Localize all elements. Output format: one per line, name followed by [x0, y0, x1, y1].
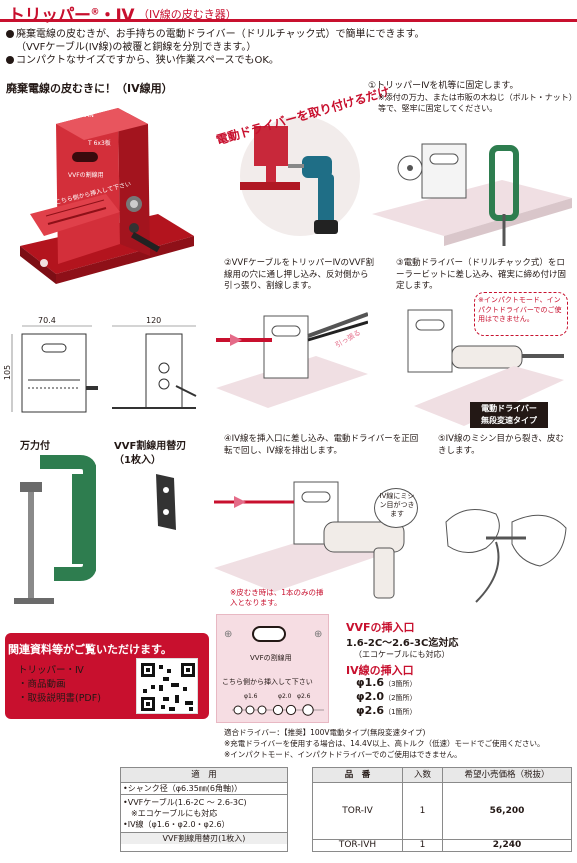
step-1-illustration	[372, 118, 572, 246]
title-text: トリッパー	[8, 6, 91, 26]
apply-header: 適 用	[121, 768, 287, 783]
intro-bullet-1: 廃棄電線の皮むきが、お手持ちの電動ドライバー（ドリルチャック式）で簡単にできます…	[6, 28, 566, 41]
step-5-illustration	[436, 462, 572, 610]
compat-line-3: ※インパクトモード、インパクトドライバーでのご使用はできません。	[224, 750, 462, 759]
step-3-illustration	[404, 296, 572, 426]
device-model: T 6x3板	[88, 140, 111, 147]
col-qty: 入数	[403, 768, 443, 782]
vvf-heading: VVFの挿入口	[346, 621, 415, 634]
step-1-text: ①トリッパーⅣを机等に固定します。	[368, 81, 519, 91]
dim-depth-label: 120	[146, 316, 162, 325]
driver-label-1: 電動ドライバー	[481, 404, 537, 413]
panel-label-insert: こちら側から挿入して下さい	[222, 678, 313, 686]
impact-note: ※インパクトモード、インパクトドライバーでのご使用はできません。	[478, 296, 562, 323]
screw-icon: ⊕	[224, 629, 233, 640]
product-table: 品 番 入数 希望小売価格（税抜） TOR-IV 1 56,200 TOR-IV…	[312, 767, 572, 852]
col-code: 品 番	[313, 768, 403, 782]
step-2-text: ②VVFケーブルをトリッパーⅣのVVF割線用の穴に通し押し込み、反対側から引っ張…	[224, 258, 374, 291]
driver-label-2: 無段変速タイプ	[481, 416, 537, 425]
step-2-illustration: 引っ張る	[216, 300, 369, 408]
driver-type-label: 電動ドライバー 無段変速タイプ	[470, 402, 548, 428]
hole-label-2-6: φ2.6	[297, 693, 311, 700]
perforation-bubble	[374, 488, 418, 528]
row-1-price: 56,200	[489, 806, 525, 816]
row-2-qty: 1	[403, 840, 443, 851]
product-table-header: 品 番 入数 希望小売価格（税抜）	[313, 768, 571, 783]
step-1-note: ※添付の万力、または市販の木ねじ（ボルト・ナット）等で、堅牢に固定してください。	[378, 93, 573, 113]
clamp-title: 万力付	[20, 441, 50, 452]
blade-illustration	[150, 472, 182, 534]
iv-row-1: φ1.6（3箇所）	[356, 676, 417, 689]
screw-icon-2: ⊕	[314, 629, 323, 640]
dim-height-label: 105	[3, 364, 13, 381]
compat-line-1: 適合ドライバー：【推奨】100V電動タイプ(無段変速タイプ)	[224, 728, 426, 737]
page-title: トリッパー®・IV	[8, 1, 134, 26]
tripper-device-illustration	[20, 108, 194, 284]
device-brand: TOPMAN	[68, 112, 94, 119]
banner-photo: 電動ドライバーを取り付けるだけ	[210, 84, 391, 246]
apply-row-2: •VVFケーブル(1.6-2C ～ 2.6-3C)	[123, 798, 247, 807]
hole-label-1-6: φ1.6	[244, 693, 258, 700]
dimension-front: 70.4 105	[3, 316, 102, 420]
section-title: 廃棄電線の皮むきに！（IV線用）	[6, 82, 173, 95]
vvf-spec: 1.6-2C～2.6-3C迄対応	[346, 638, 459, 649]
step-3-text: ③電動ドライバー（ドリルチャック式）をローラービットに差し込み、確実に締め付け固…	[396, 258, 567, 291]
apply-footer: VVF割線用替刃(1枚入)	[121, 833, 287, 844]
blade-title-1: VVF割線用替刃	[114, 441, 187, 452]
apply-row-4: •IV線（φ1.6・φ2.0・φ2.6）	[121, 819, 287, 833]
row-1-code: TOR-IV	[313, 783, 403, 839]
product-photo: TOPMAN T 6x3板 VVFの割線用 こちら側から挿入して下さい	[8, 96, 198, 308]
dim-width-label: 70.4	[38, 316, 56, 325]
apply-row-1: •シャンク径（φ6.35㎜(6角軸)）	[121, 783, 287, 795]
apply-table: 適 用 •シャンク径（φ6.35㎜(6角軸)） •VVFケーブル(1.6-2C …	[120, 767, 288, 852]
related-item-video[interactable]: ・商品動画	[18, 679, 66, 690]
device-label-vvf: VVFの割線用	[68, 172, 104, 179]
related-heading: 関連資料等がご覧いただけます。	[8, 643, 172, 656]
step-4-text: ④IV線を挿入口に差し込み、電動ドライバーを正回転で回し、IV線を排出します。	[224, 434, 419, 456]
intro-bullet-3: コンパクトなサイズですから、狭い作業スペースでもOK。	[6, 54, 566, 67]
bullet-icon	[6, 30, 14, 38]
iv-row-2: φ2.0（2箇所）	[356, 690, 417, 703]
impact-note-bubble	[474, 292, 568, 336]
insertion-note: ※皮むき時は、1本のみの挿入となります。	[230, 588, 324, 607]
qr-code[interactable]	[136, 658, 198, 714]
vvf-slot-icon	[252, 626, 286, 642]
col-price: 希望小売価格（税抜）	[464, 770, 550, 780]
perforation-label: IV線にミシン目がつきます	[379, 492, 415, 518]
title-suffix: ・IV	[99, 6, 134, 26]
blade-title-2: （1枚入）	[114, 455, 161, 466]
apply-row-3: ※エコケーブルにも対応	[123, 809, 218, 818]
table-row: TOR-IV 1 56,200	[313, 783, 571, 840]
title-bar	[0, 0, 577, 22]
step-5-text: ⑤IV線のミシン目から裂き、皮むきします。	[438, 434, 564, 456]
iv-heading: IV線の挿入口	[346, 664, 414, 677]
row-2-price: 2,240	[492, 840, 522, 850]
hole-label-2-0: φ2.0	[278, 693, 292, 700]
dimension-side: 120	[106, 316, 202, 420]
row-1-qty: 1	[403, 783, 443, 839]
iv-row-3: φ2.6（1箇所）	[356, 704, 417, 717]
row-2-code: TOR-IVH	[313, 840, 403, 851]
vvf-sub: （エコケーブルにも対応）	[354, 650, 450, 659]
related-item-manual[interactable]: ・取扱説明書(PDF)	[18, 693, 101, 704]
compat-line-2: ※充電ドライバーを使用する場合は、14.4V以上、高トルク（低速）モードでご使用…	[224, 739, 545, 748]
bullet-icon	[6, 56, 14, 64]
registered-mark: ®	[90, 7, 100, 18]
intro-bullet-2: （VVFケーブル(IV線)の被覆と銅線を分別できます。）	[16, 42, 257, 53]
panel-label-vvf: VVFの割線用	[250, 654, 292, 662]
insertion-holes	[228, 702, 328, 718]
page-subtitle: （IV線の皮むき器）	[138, 8, 237, 21]
related-product: トリッパー・Ⅳ	[18, 665, 84, 676]
table-row: TOR-IVH 1 2,240	[313, 840, 571, 851]
clamp-illustration	[10, 452, 97, 612]
intro-bullets: 廃棄電線の皮むきが、お手持ちの電動ドライバー（ドリルチャック式）で簡単にできます…	[6, 28, 566, 67]
step-4-illustration	[214, 462, 424, 602]
